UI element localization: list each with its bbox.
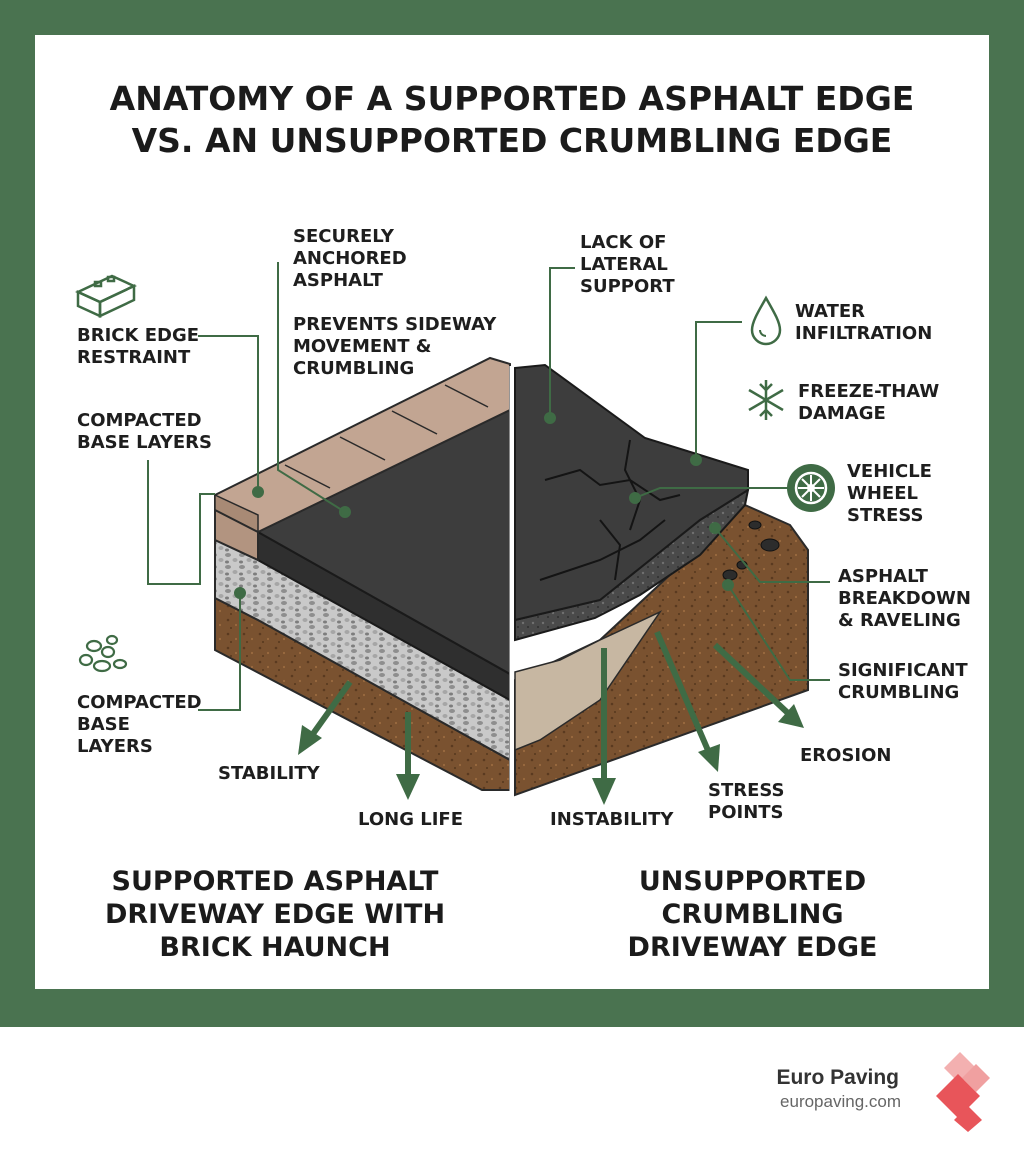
right-gravel-crumble (514, 610, 663, 752)
label-instability: INSTABILITY (550, 809, 674, 830)
outcome-arrowheads (298, 704, 804, 805)
right-asphalt-top (514, 363, 749, 622)
label-long-life: LONG LIFE (358, 809, 463, 830)
snowflake-icon (748, 380, 784, 420)
stones-icon (78, 634, 128, 673)
title-line-2: VS. AN UNSUPPORTED CRUMBLING EDGE (131, 121, 893, 160)
loose-stones (722, 520, 780, 581)
label-prevents-movement: PREVENTS SIDEWAY MOVEMENT & CRUMBLING (293, 314, 497, 379)
caption-supported: SUPPORTED ASPHALT DRIVEWAY EDGE WITH BRI… (104, 866, 446, 963)
label-compacted-base-layers-bottom: COMPACTED BASE LAYERS (77, 692, 202, 757)
label-stability: STABILITY (218, 763, 320, 784)
label-brick-edge-restraint: BRICK EDGE RESTRAINT (77, 325, 200, 368)
logo-diamond-icon (936, 1052, 990, 1132)
label-water-infiltration: WATER INFILTRATION (795, 301, 933, 344)
label-securely-anchored: SECURELY ANCHORED ASPHALT (293, 226, 407, 291)
label-erosion: EROSION (800, 745, 892, 766)
label-stress-points: STRESS POINTS (708, 780, 785, 823)
title-line-1: ANATOMY OF A SUPPORTED ASPHALT EDGE (109, 79, 915, 118)
brand-name: Euro Paving (776, 1066, 899, 1089)
label-significant-crumbling: SIGNIFICANT CRUMBLING (838, 660, 968, 703)
wheel-icon (787, 464, 835, 512)
right-leader-lines (544, 267, 830, 681)
label-vehicle-wheel-stress: VEHICLE WHEEL STRESS (847, 461, 932, 526)
outcome-arrows (307, 630, 793, 788)
label-asphalt-breakdown: ASPHALT BREAKDOWN & RAVELING (838, 566, 971, 631)
label-compacted-base-layers-top: COMPACTED BASE LAYERS (77, 410, 213, 453)
brand-url: europaving.com (780, 1092, 901, 1111)
asphalt-cracks (539, 439, 681, 581)
water-drop-icon (750, 295, 782, 346)
left-leader-lines (147, 262, 351, 711)
label-lack-of-lateral-support: LACK OF LATERAL SUPPORT (580, 232, 675, 297)
brick-icon (75, 274, 137, 318)
diagram-title: ANATOMY OF A SUPPORTED ASPHALT EDGE VS. … (35, 78, 989, 162)
caption-unsupported: UNSUPPORTED CRUMBLING DRIVEWAY EDGE (627, 866, 878, 963)
label-freeze-thaw: FREEZE-THAW DAMAGE (798, 381, 940, 424)
